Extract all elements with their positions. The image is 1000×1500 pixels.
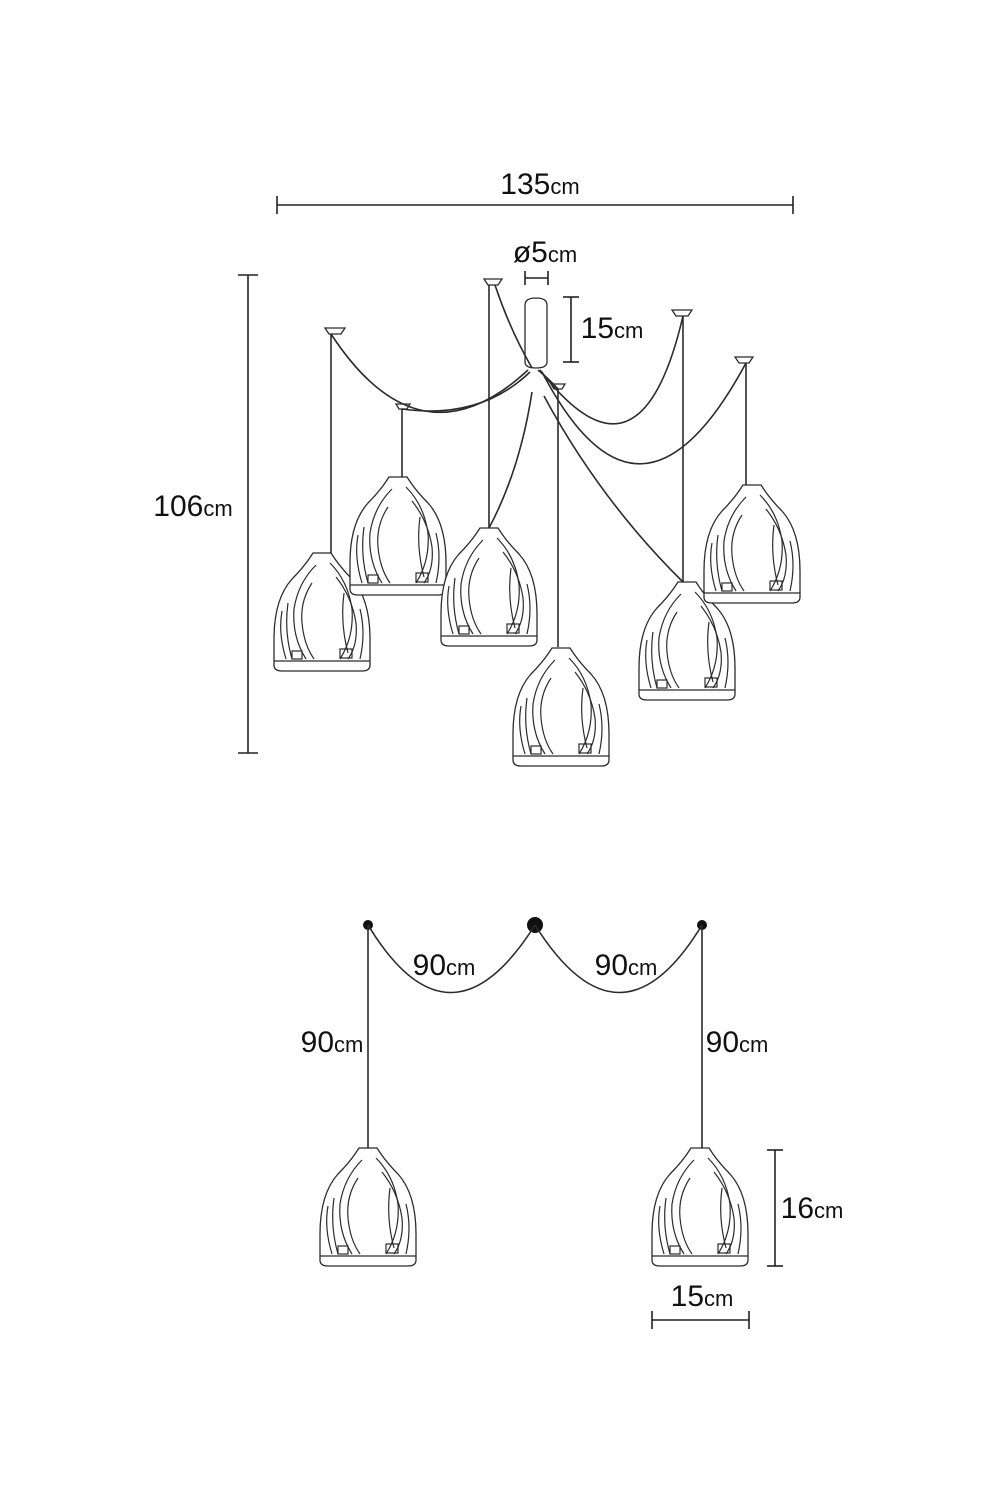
shade-height-dimension: 16cm [767,1149,844,1267]
right-drop-label: 90cm [706,1026,769,1059]
height-label: 106cm [153,490,232,523]
bottom-cables [367,924,703,1150]
width-label: 135cm [500,168,579,201]
cables [330,284,747,647]
shade-height-label: 16cm [781,1192,844,1225]
pendant-shade [651,1147,749,1267]
shade-width-dimension: 15cm [651,1280,750,1329]
pendant-shade [703,484,801,604]
left-swag-label: 90cm [413,949,476,982]
width-dimension: 135cm [276,168,794,214]
pendant-shade [440,527,538,647]
canopy-height-dimension: 15cm [563,296,644,363]
left-drop-label: 90cm [301,1026,364,1059]
canopy-height-label: 15cm [581,312,644,345]
canopy-diameter-label: ø5cm [513,236,577,269]
pendant-shade [349,476,447,596]
shade-width-label: 15cm [671,1280,734,1313]
pendant-shade [319,1147,417,1267]
canopy-diameter-dimension: ø5cm [513,236,577,285]
pendant-shade [512,647,610,767]
ceiling-canopy [524,297,548,369]
height-dimension: 106cm [153,274,258,754]
right-swag-label: 90cm [595,949,658,982]
cable-hooks [323,278,755,410]
